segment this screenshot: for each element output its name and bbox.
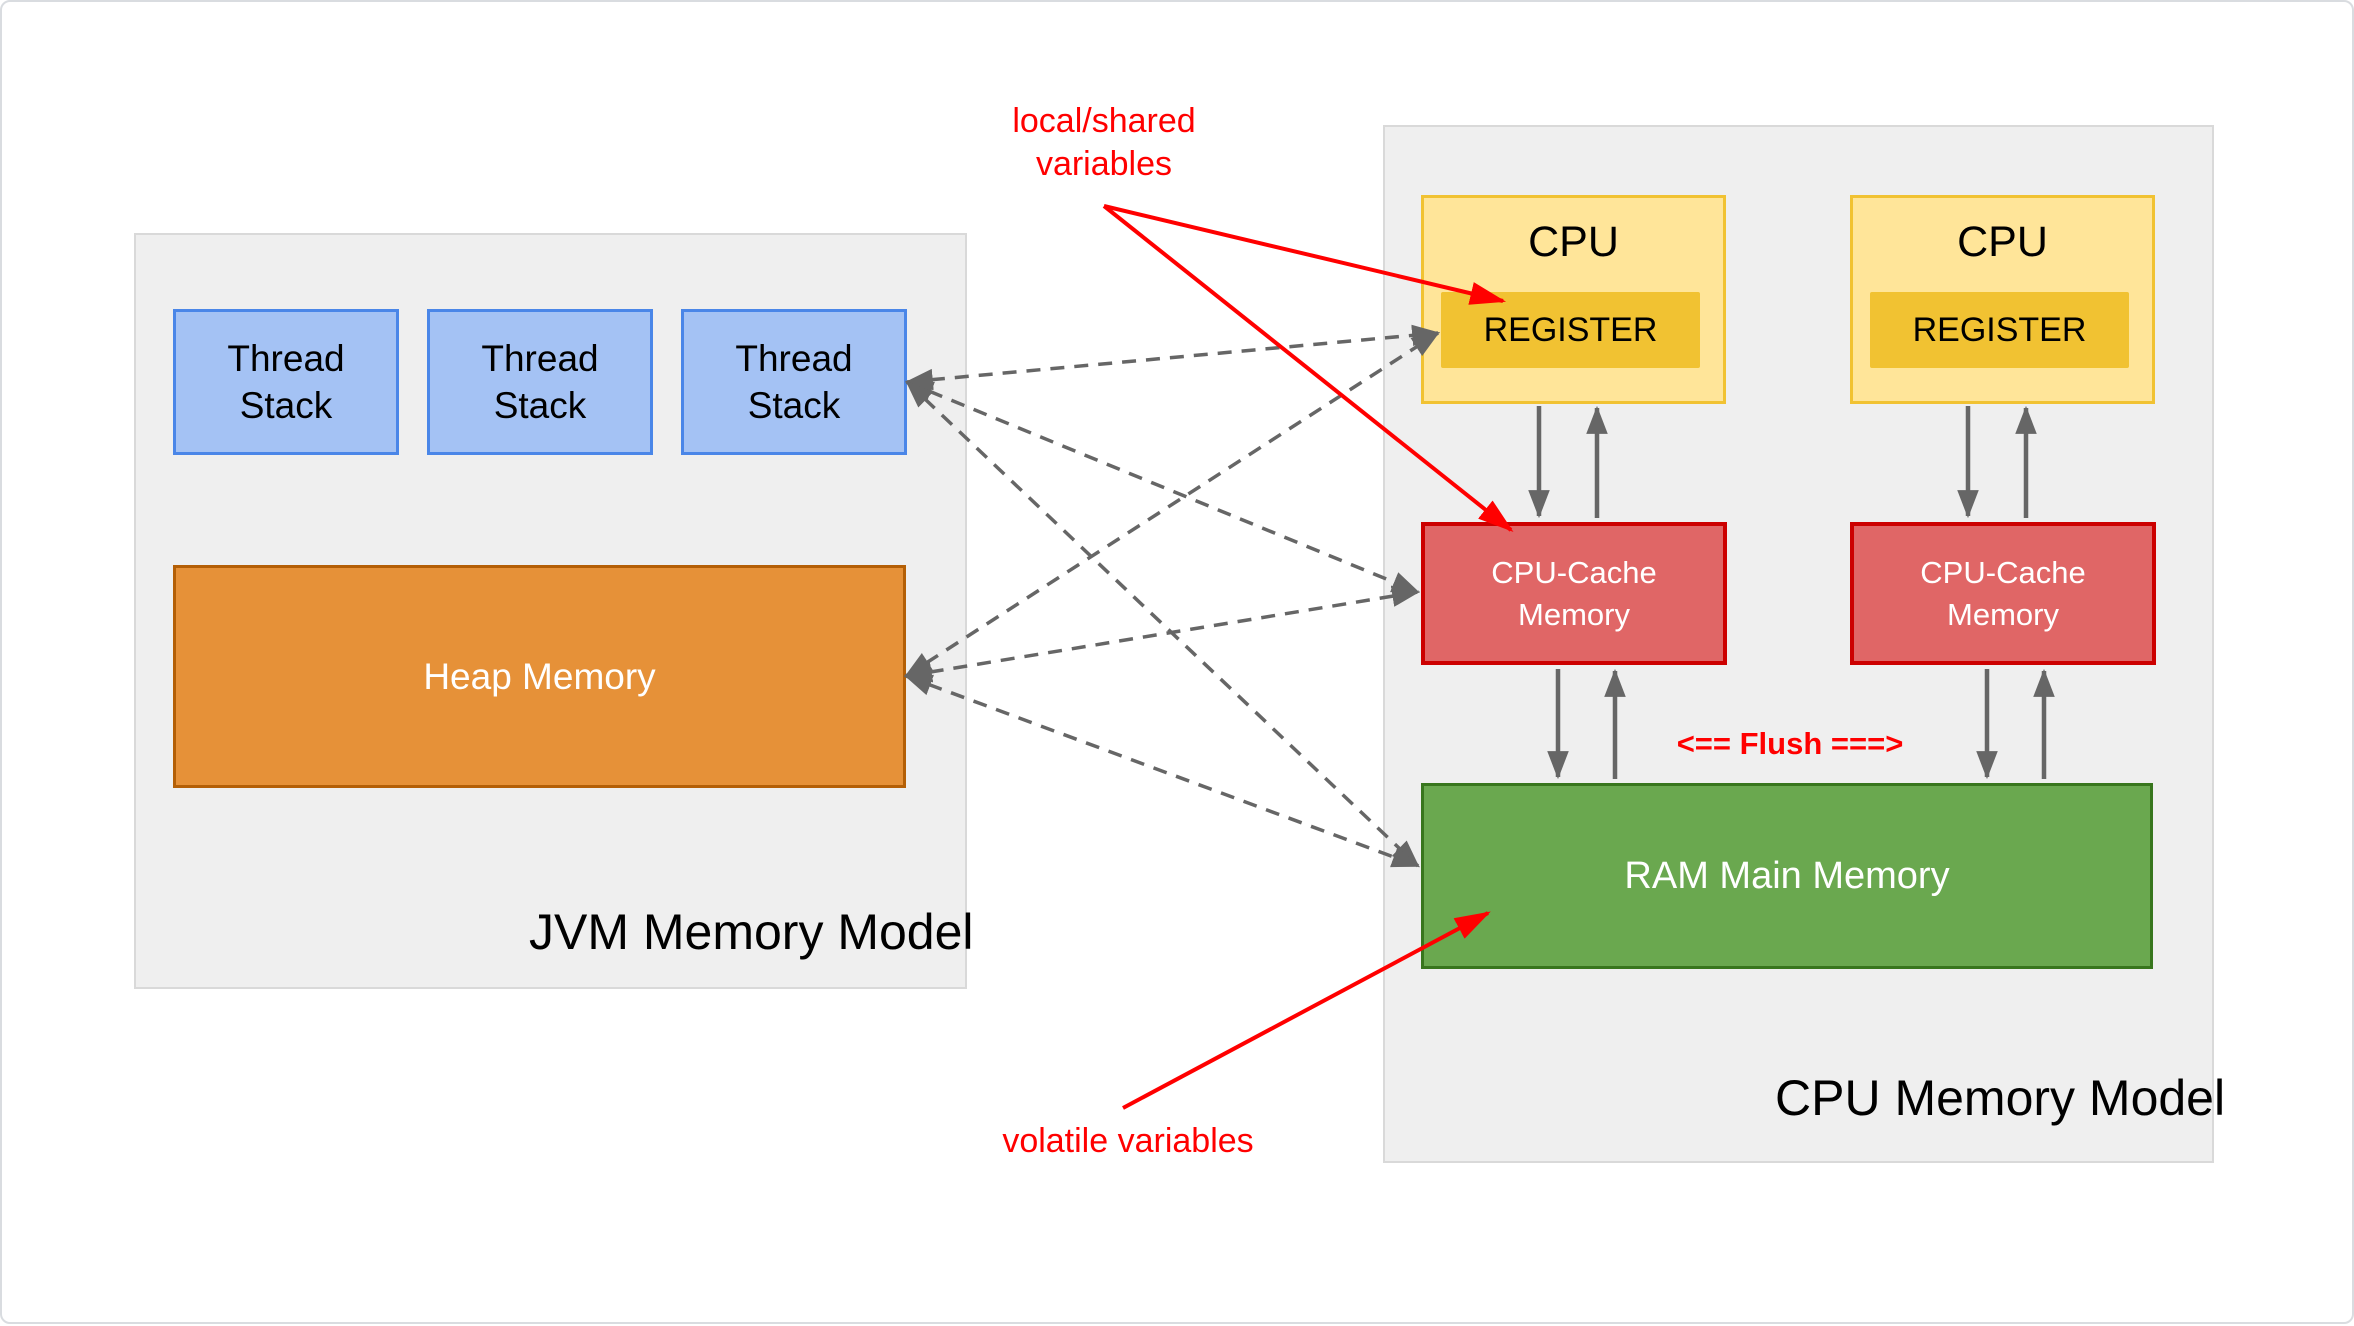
thread-stack-label: Thread Stack: [227, 337, 345, 426]
jvm-panel-title: JVM Memory Model: [529, 904, 974, 960]
cpu-label: CPU: [1528, 218, 1619, 266]
register-box-2: REGISTER: [1870, 292, 2129, 368]
dashed-connector-heap-cache: [903, 585, 1421, 683]
heap-memory-box: Heap Memory: [173, 565, 906, 788]
cpu-cache-box-1: CPU-Cache Memory: [1421, 522, 1727, 665]
register-label: REGISTER: [1912, 310, 2087, 349]
ram-main-memory-label: RAM Main Memory: [1624, 854, 1950, 897]
cpu-panel-title: CPU Memory Model: [1775, 1070, 2226, 1126]
dashed-connector-threadstack-ram: [905, 380, 1420, 868]
thread-stack-label: Thread Stack: [735, 337, 853, 426]
register-box-1: REGISTER: [1441, 292, 1700, 368]
volatile-variables-note: volatile variables: [1002, 1122, 1254, 1160]
thread-stack-box-1: Thread Stack: [173, 309, 399, 455]
thread-stack-label: Thread Stack: [481, 337, 599, 426]
ram-main-memory-box: RAM Main Memory: [1421, 783, 2153, 969]
flush-note: <== Flush ===>: [1676, 726, 1904, 761]
register-label: REGISTER: [1483, 310, 1658, 349]
local-shared-variables-note: local/shared variables: [1012, 102, 1196, 183]
dashed-connector-threadstack-cache: [905, 380, 1420, 594]
heap-memory-label: Heap Memory: [423, 655, 656, 697]
dashed-connector-heap-register: [904, 331, 1440, 678]
thread-stack-box-3: Thread Stack: [681, 309, 907, 455]
cpu-label: CPU: [1957, 218, 2048, 266]
thread-stack-box-2: Thread Stack: [427, 309, 653, 455]
cpu-cache-label: CPU-Cache Memory: [1920, 554, 2086, 632]
dashed-connector-heap-ram: [903, 674, 1421, 868]
cpu-cache-box-2: CPU-Cache Memory: [1850, 522, 2156, 665]
cpu-cache-label: CPU-Cache Memory: [1491, 554, 1657, 632]
dashed-connector-threadstack-register: [904, 324, 1441, 391]
